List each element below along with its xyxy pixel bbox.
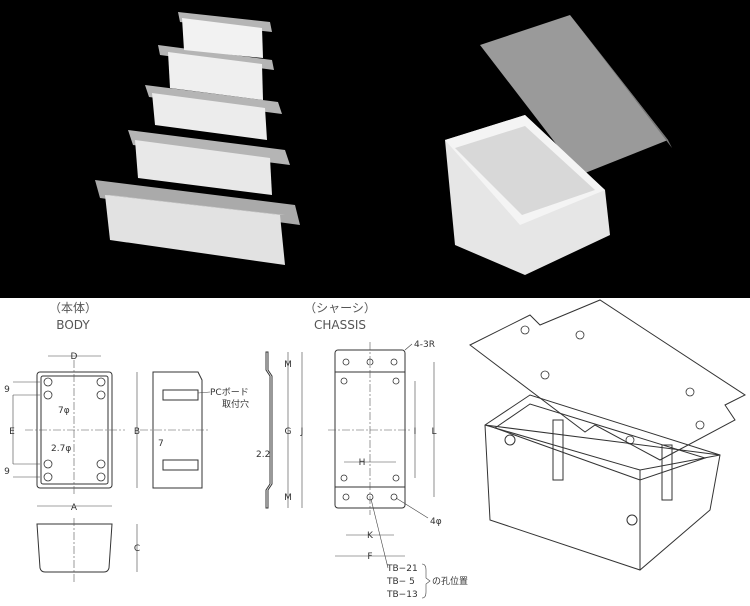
- hole-small-label: 2.7φ: [51, 444, 71, 454]
- chassis-plate-view: [328, 342, 435, 569]
- dim-H: H: [359, 458, 366, 468]
- dim-K: K: [367, 531, 374, 541]
- hole-position-note: の孔位置: [432, 575, 468, 587]
- chassis-title-jp: （シャーシ）: [304, 301, 376, 315]
- stacked-enclosures-photo: [95, 12, 300, 265]
- hole-diameter-label: 4φ: [430, 517, 442, 527]
- chassis-side-view: [265, 351, 303, 509]
- body-end-view: [36, 518, 138, 582]
- corner-radius-label: 4-3R: [414, 340, 435, 350]
- pc-board-label: PCボード: [210, 387, 249, 398]
- dim-G: G: [285, 427, 292, 437]
- side-dim-7: 7: [158, 439, 164, 449]
- hole-large-label: 7φ: [58, 406, 70, 416]
- body-title-jp: （本体）: [49, 301, 97, 315]
- model-tb5: TB− 5: [386, 577, 415, 587]
- dim-M-top: M: [284, 360, 292, 370]
- dim-M-bottom: M: [284, 493, 292, 503]
- dim-J: J: [300, 427, 304, 437]
- dim-F: F: [367, 552, 372, 562]
- dim-A: A: [71, 503, 78, 513]
- dim-C: C: [134, 544, 140, 554]
- pitch-top: 9: [4, 385, 10, 395]
- pitch-bottom: 9: [4, 467, 10, 477]
- chassis-title: CHASSIS: [314, 318, 366, 332]
- body-side-view: [140, 371, 211, 489]
- pc-board-label2: 取付穴: [222, 398, 249, 410]
- model-tb21: TB−21: [386, 564, 418, 574]
- thickness-label: 2.2: [256, 450, 270, 460]
- dim-I: I: [414, 427, 417, 437]
- dim-L: L: [431, 427, 436, 437]
- body-title: BODY: [56, 318, 90, 332]
- body-top-view: [12, 355, 138, 507]
- dim-D: D: [71, 352, 78, 362]
- open-enclosure-photo: [445, 15, 672, 275]
- model-tb13: TB−13: [386, 590, 418, 600]
- isometric-enclosure-drawing: [469, 299, 747, 571]
- dim-E: E: [9, 427, 15, 437]
- dim-B: B: [134, 427, 140, 437]
